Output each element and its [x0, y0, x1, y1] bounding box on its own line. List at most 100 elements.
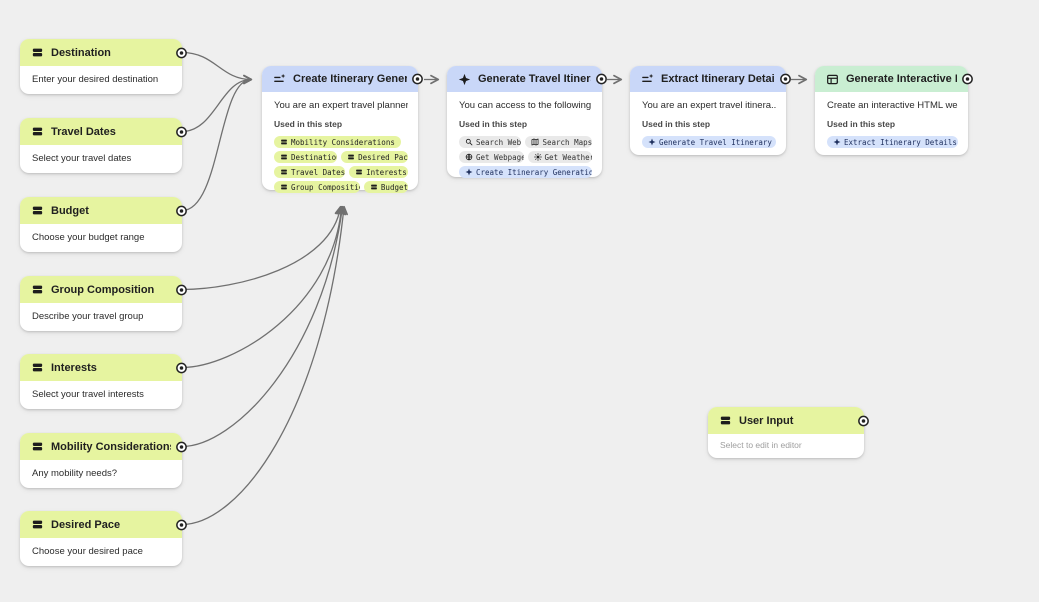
output-port[interactable]: [175, 440, 188, 453]
chip-list: Mobility Considerations Destination Desi…: [274, 136, 408, 193]
node-user-input[interactable]: User Input Select to edit in editor: [708, 407, 864, 458]
dataset-icon: [31, 283, 44, 296]
node-header: Desired Pace: [20, 511, 182, 538]
node-generate-travel-itinerary[interactable]: Generate Travel Itinerary You can access…: [447, 66, 602, 178]
chip-generate-travel-itinerary[interactable]: Generate Travel Itinerary: [642, 136, 776, 148]
node-description: Choose your desired pace: [32, 546, 143, 557]
edge-mobility-to-create: [181, 205, 347, 448]
chip-budget[interactable]: Budget: [363, 181, 408, 193]
node-title: Create Itinerary Generation P...: [293, 73, 407, 85]
node-budget[interactable]: Budget Choose your budget range: [20, 197, 182, 252]
globe-icon: [465, 153, 473, 161]
node-group-composition[interactable]: Group Composition Describe your travel g…: [20, 276, 182, 331]
node-header: Mobility Considerations: [20, 433, 182, 460]
dataset-icon: [370, 183, 378, 191]
output-port[interactable]: [595, 73, 608, 86]
node-interests[interactable]: Interests Select your travel interests: [20, 354, 182, 409]
chip-travel-dates[interactable]: Travel Dates: [274, 166, 346, 178]
node-title: Desired Pace: [51, 518, 121, 531]
node-title: User Input: [739, 414, 794, 427]
node-title: Travel Dates: [51, 125, 116, 138]
chip-get-weather[interactable]: Get Weather: [527, 151, 592, 163]
dataset-icon: [280, 153, 288, 161]
node-header: Interests: [20, 354, 182, 381]
dataset-icon: [31, 46, 44, 59]
edge-destination-to-create: [181, 51, 253, 85]
output-port[interactable]: [175, 518, 188, 531]
used-in-step-label: Used in this step: [274, 119, 343, 129]
prompt-icon: [641, 73, 654, 86]
dataset-icon: [280, 138, 288, 146]
used-in-step-label: Used in this step: [459, 119, 528, 129]
search-icon: [465, 138, 473, 146]
node-description: You can access to the following...: [459, 100, 592, 111]
sparkle-icon: [458, 73, 471, 86]
node-travel-dates[interactable]: Travel Dates Select your travel dates: [20, 118, 182, 173]
node-title: Extract Itinerary Details: [661, 73, 775, 85]
chip-interests[interactable]: Interests: [349, 166, 408, 178]
used-in-step-label: Used in this step: [827, 119, 896, 129]
chip-mobility-considerations[interactable]: Mobility Considerations: [274, 136, 401, 148]
node-create-itinerary-generation-prompt[interactable]: Create Itinerary Generation P... You are…: [262, 66, 418, 193]
node-description: Select your travel interests: [32, 389, 144, 400]
used-in-step-label: Used in this step: [642, 119, 711, 129]
dataset-icon: [31, 361, 44, 374]
edge-interests-to-create: [181, 205, 346, 369]
chip-extract-itinerary-details[interactable]: Extract Itinerary Details: [827, 136, 958, 148]
chip-desired-pace[interactable]: Desired Pace: [341, 151, 408, 163]
webpage-icon: [826, 73, 839, 86]
node-mobility-considerations[interactable]: Mobility Considerations Any mobility nee…: [20, 433, 182, 488]
node-header: Travel Dates: [20, 118, 182, 145]
node-header: Extract Itinerary Details: [630, 66, 786, 92]
node-description: You are an expert travel itinera...: [642, 100, 776, 111]
node-header: Generate Travel Itinerary: [447, 66, 602, 92]
node-description: You are an expert travel planner...: [274, 100, 408, 111]
node-header: Create Itinerary Generation P...: [262, 66, 418, 92]
node-title: Destination: [51, 46, 111, 59]
node-title: Interests: [51, 361, 97, 374]
node-description: Select your travel dates: [32, 153, 132, 164]
node-header: Budget: [20, 197, 182, 224]
chip-group-composition[interactable]: Group Composition: [274, 181, 360, 193]
node-description: Any mobility needs?: [32, 468, 118, 479]
node-header: Destination: [20, 39, 182, 66]
chip-destination[interactable]: Destination: [274, 151, 338, 163]
node-header: User Input: [708, 407, 864, 434]
output-port[interactable]: [175, 283, 188, 296]
sparkle-icon: [465, 168, 473, 176]
edge-travel-dates-to-create: [181, 74, 253, 133]
node-description: Create an interactive HTML webpa...: [827, 100, 958, 111]
node-header: Generate Interactive Itinerary...: [815, 66, 968, 92]
output-port[interactable]: [961, 73, 974, 86]
output-port[interactable]: [175, 125, 188, 138]
node-desired-pace[interactable]: Desired Pace Choose your desired pace: [20, 511, 182, 566]
dataset-icon: [347, 153, 355, 161]
node-generate-interactive-itinerary[interactable]: Generate Interactive Itinerary... Create…: [815, 66, 968, 155]
dataset-icon: [355, 168, 363, 176]
node-extract-itinerary-details[interactable]: Extract Itinerary Details You are an exp…: [630, 66, 786, 155]
chip-create-itinerary-generation-prompt[interactable]: Create Itinerary Generation Pr...: [459, 166, 592, 178]
chip-search-maps[interactable]: Search Maps: [525, 136, 592, 148]
node-description: Select to edit in editor: [720, 440, 802, 450]
output-port[interactable]: [411, 73, 424, 86]
node-title: Generate Travel Itinerary: [478, 73, 591, 85]
output-port[interactable]: [175, 204, 188, 217]
dataset-icon: [31, 125, 44, 138]
sparkle-icon: [833, 138, 841, 146]
output-port[interactable]: [857, 414, 870, 427]
output-port[interactable]: [175, 46, 188, 59]
dataset-icon: [31, 440, 44, 453]
node-title: Generate Interactive Itinerary...: [846, 73, 957, 85]
sun-icon: [534, 153, 542, 161]
chip-get-webpage[interactable]: Get Webpage: [459, 151, 524, 163]
node-destination[interactable]: Destination Enter your desired destinati…: [20, 39, 182, 94]
output-port[interactable]: [175, 361, 188, 374]
chip-search-web[interactable]: Search Web: [459, 136, 522, 148]
dataset-icon: [719, 414, 732, 427]
output-port[interactable]: [779, 73, 792, 86]
node-title: Budget: [51, 204, 89, 217]
prompt-icon: [273, 73, 286, 86]
edge-group-composition-to-create: [181, 205, 345, 291]
